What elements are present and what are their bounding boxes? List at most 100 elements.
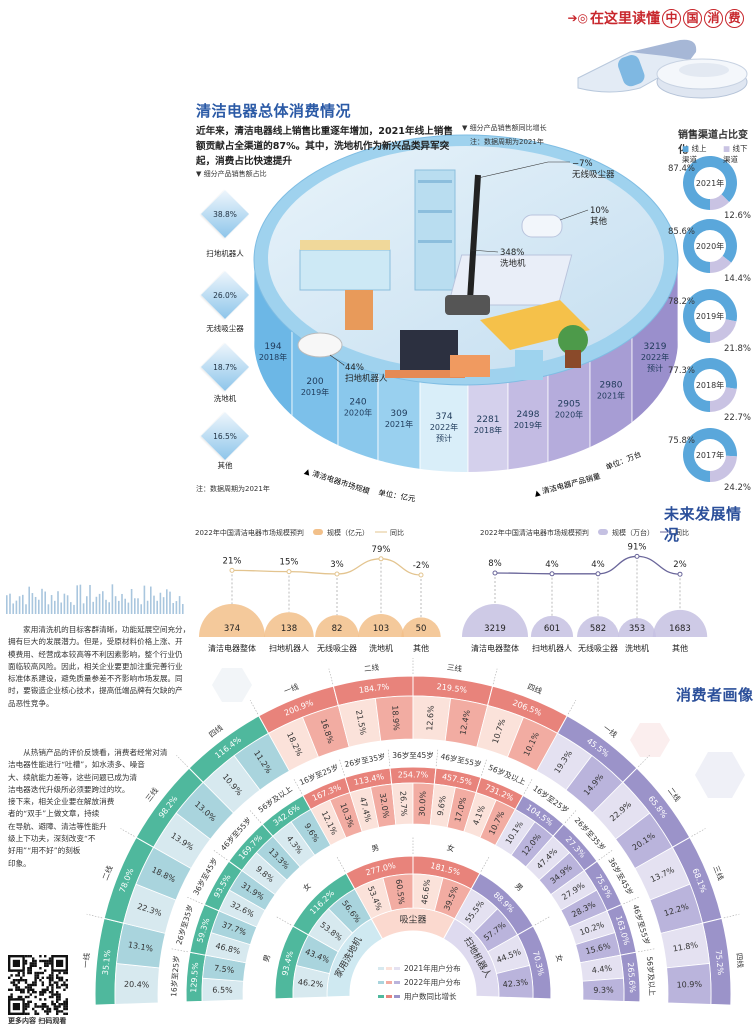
growth-label: 洗地机 [500, 258, 526, 269]
text-line: 洁电器迭代升级所必须要跨过的坎。 [8, 784, 130, 794]
growth-value: 254.7% [398, 771, 429, 780]
deco-bar [166, 589, 168, 614]
share-2021-value: 10.7% [491, 717, 508, 744]
scale-bubble [462, 604, 528, 637]
divider-line [480, 855, 490, 872]
qr-module [53, 1007, 56, 1011]
share-2022-cell [565, 755, 624, 814]
growth-value: 59.3% [195, 916, 211, 943]
qr-module [22, 971, 25, 975]
growth-value: 200.9% [283, 698, 315, 718]
category-label: 女 [446, 842, 456, 854]
qr-module [56, 995, 59, 999]
deco-bar [150, 586, 152, 614]
growth-value: 731.2% [483, 783, 515, 803]
section-title-overall: 清洁电器总体消费情况 [196, 102, 352, 120]
legend-label: 2021年用户分布 [404, 963, 461, 973]
qr-module [44, 955, 47, 958]
qr-module [51, 995, 54, 999]
hexagon-decoration [630, 723, 670, 757]
growth-band [345, 855, 414, 890]
text-line: 大、续航能力差等，这些问题已成为清 [8, 772, 138, 782]
divider-line [86, 913, 103, 919]
category-label: 36岁至45岁 [392, 750, 434, 760]
category-label: 一线 [601, 722, 619, 739]
qr-module [32, 1007, 35, 1011]
deco-bar [172, 603, 174, 614]
qr-module [60, 983, 64, 987]
share-2022-value: 12.2% [663, 902, 690, 918]
qr-module [24, 1003, 28, 1006]
qr-code[interactable] [8, 955, 68, 1015]
legend-swatch [313, 529, 323, 535]
deco-bar [38, 599, 40, 614]
share-label: 无线吸尘器 [206, 324, 244, 333]
share-2021-value: 13.7% [649, 865, 676, 884]
text-line: 在导航、避障、清洁等性能升 [8, 821, 107, 831]
qr-module [27, 983, 30, 987]
qr-finder [56, 959, 64, 967]
share-2021-cell [267, 716, 320, 772]
share-2022-value: 20.1% [631, 831, 657, 853]
qr-module [34, 995, 37, 999]
share-2022-cell [202, 954, 247, 982]
share-2022-cell [666, 963, 712, 1005]
deco-bar [57, 591, 59, 614]
qr-module [27, 955, 30, 958]
legend-offline: ■ 线下渠道 [723, 144, 748, 164]
growth-band [94, 917, 125, 1006]
growth-value: 181.5% [429, 861, 461, 877]
growth-band [228, 823, 274, 872]
qr-module [27, 971, 30, 975]
share-2021-value: 9.6% [436, 795, 448, 817]
header-circled-char: 中 [662, 8, 681, 28]
qr-module [41, 1003, 44, 1006]
band-year: 预计 [647, 363, 663, 373]
deco-bar [34, 596, 37, 614]
share-2022-value: 32.0% [378, 792, 391, 819]
text-line: 拥有巨大的发展潜力。但是，受原材料价格上涨、开 [8, 637, 183, 647]
share-2021-cell [579, 954, 624, 982]
growth-value: 457.5% [441, 772, 473, 787]
deco-bar [70, 602, 72, 614]
qr-module [32, 962, 35, 965]
donut-offline-value: 24.2% [724, 483, 751, 493]
donut-offline-slice [710, 319, 737, 343]
growth-value: 184.7% [358, 682, 390, 695]
growth-band [552, 823, 598, 872]
text-line: 标准体系建设，避免质量参差不齐影响市场发展。同 [8, 674, 183, 684]
deco-bar [114, 596, 117, 614]
legend-yoy: 同比 [390, 528, 404, 537]
share-2022-value: 16.8% [319, 718, 336, 745]
share-2022-cell [302, 705, 350, 758]
qr-module [24, 986, 28, 989]
share-2021-cell [292, 964, 330, 999]
growth-band [344, 767, 393, 794]
share-2022-cell [412, 782, 435, 826]
qr-module [29, 967, 32, 970]
share-2022-value: 9.3% [593, 985, 614, 994]
share-value: 16.5% [213, 432, 237, 441]
yoy-line [231, 558, 422, 576]
qr-module [63, 1012, 66, 1015]
category-label: 46岁至55岁 [218, 815, 253, 853]
category-label: 46岁至55岁 [631, 903, 653, 946]
divider-line [435, 749, 439, 767]
qr-module [53, 993, 56, 996]
qr-module [56, 1007, 59, 1011]
donut-online-slice [683, 156, 737, 210]
yoy-point [286, 569, 292, 575]
category-label: 清洁电器整体 [208, 643, 256, 653]
qr-module [56, 974, 59, 977]
qr-finder [12, 959, 20, 967]
share-note: 注：数据周期为2021年 [196, 485, 270, 493]
share-2022-cell [370, 783, 397, 828]
share-2021-value: 11.8% [672, 940, 699, 953]
qr-module [29, 964, 32, 967]
market-caption: ▲ 清洁电器市场规模 [303, 465, 371, 496]
yoy-point [634, 553, 640, 559]
growth-value: 342.6% [271, 803, 301, 828]
share-2021-cell [634, 846, 691, 901]
legend-swatch [394, 967, 400, 970]
yoy-value: 15% [280, 558, 299, 568]
